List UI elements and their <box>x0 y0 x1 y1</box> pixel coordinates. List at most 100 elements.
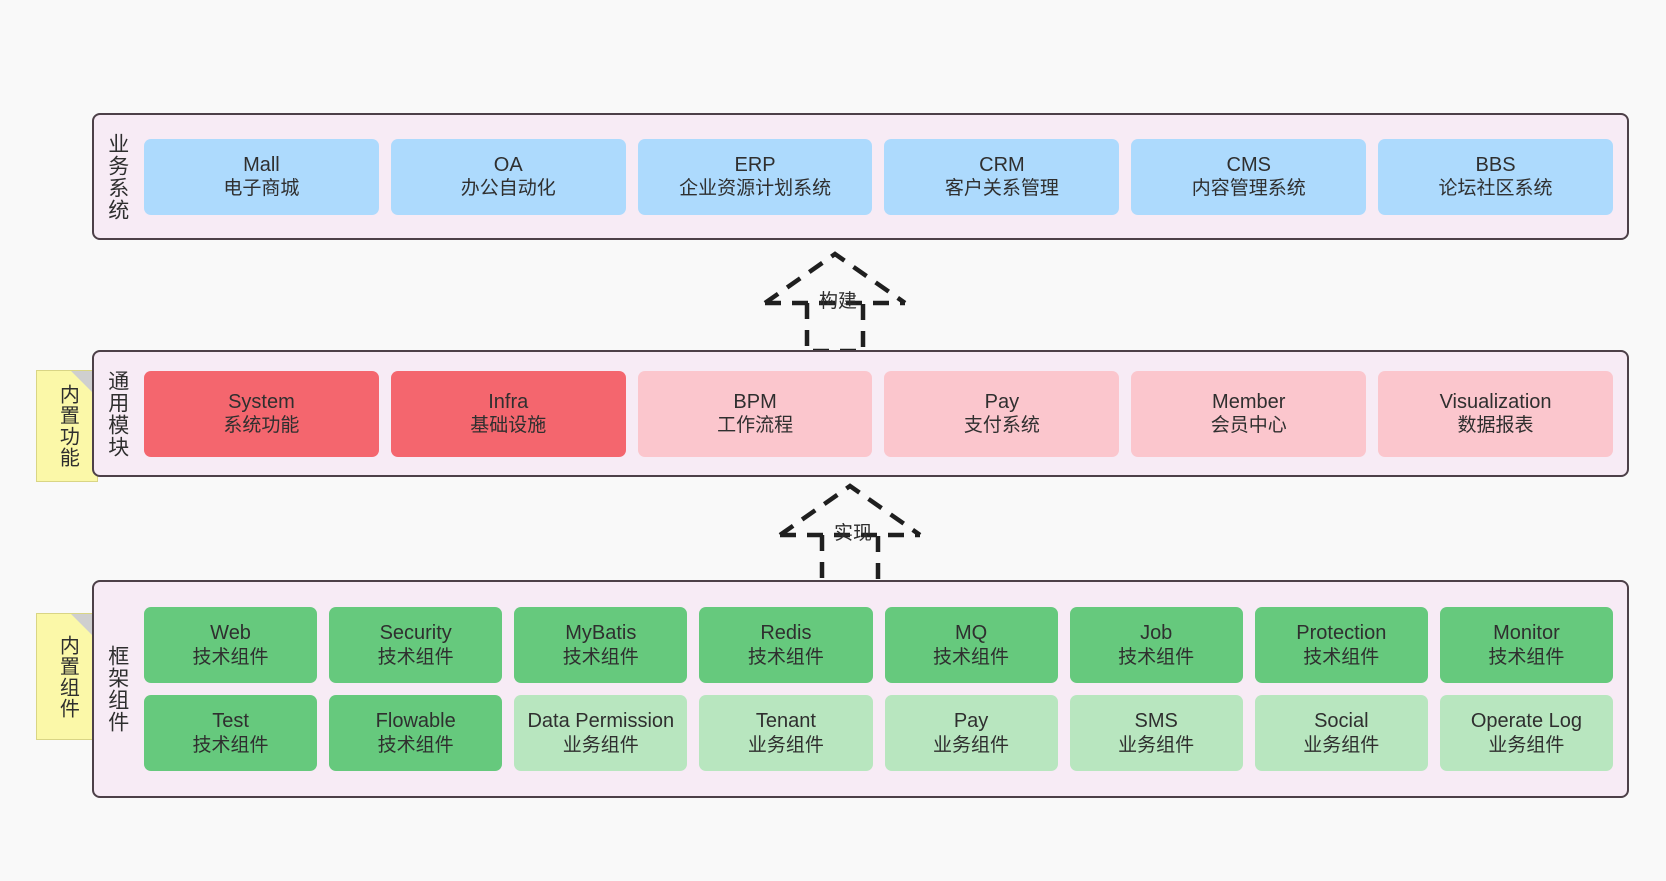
card-mybatis[interactable]: MyBatis 技术组件 <box>514 607 688 683</box>
card-title: ERP <box>734 153 776 176</box>
card-web[interactable]: Web 技术组件 <box>144 607 318 683</box>
layer-common-modules: 通用模块 System 系统功能 Infra 基础设施 BPM 工作流程 Pay… <box>92 350 1629 477</box>
card-subtitle: 系统功能 <box>223 415 300 437</box>
connector-implement-label: 实现 <box>834 523 873 544</box>
card-subtitle: 会员中心 <box>1210 415 1287 437</box>
connector-implement: 实现 <box>770 480 930 590</box>
card-subtitle: 业务组件 <box>747 734 824 756</box>
card-pay-component[interactable]: Pay 业务组件 <box>884 695 1058 771</box>
card-title: Operate Log <box>1470 710 1583 733</box>
card-tenant[interactable]: Tenant 业务组件 <box>699 695 873 771</box>
card-monitor[interactable]: Monitor 技术组件 <box>1439 607 1613 683</box>
card-job[interactable]: Job 技术组件 <box>1069 607 1243 683</box>
connector-build: 构建 <box>755 248 915 358</box>
card-title: MyBatis <box>565 622 637 645</box>
card-member[interactable]: Member 会员中心 <box>1131 370 1367 457</box>
card-title: Redis <box>760 622 812 645</box>
connector-build-label: 构建 <box>819 291 858 312</box>
card-title: System <box>228 390 295 413</box>
card-subtitle: 业务组件 <box>562 734 639 756</box>
card-social[interactable]: Social 业务组件 <box>1254 695 1428 771</box>
card-visualization[interactable]: Visualization 数据报表 <box>1378 370 1613 457</box>
card-title: CRM <box>979 153 1025 176</box>
card-sms[interactable]: SMS 业务组件 <box>1069 695 1243 771</box>
card-security[interactable]: Security 技术组件 <box>329 607 503 683</box>
layer-framework-components: 框架组件 Web 技术组件 Security 技术组件 MyBatis 技术组件… <box>92 580 1629 798</box>
card-mq[interactable]: MQ 技术组件 <box>884 607 1058 683</box>
card-subtitle: 技术组件 <box>377 646 454 668</box>
card-subtitle: 支付系统 <box>963 415 1040 437</box>
card-subtitle: 业务组件 <box>1303 734 1380 756</box>
card-subtitle: 业务组件 <box>1118 734 1195 756</box>
note-label: 内置功能 <box>56 384 79 468</box>
layer-body-modules: System 系统功能 Infra 基础设施 BPM 工作流程 Pay 支付系统… <box>140 352 1627 475</box>
card-title: Web <box>210 622 251 645</box>
card-infra[interactable]: Infra 基础设施 <box>390 370 626 457</box>
card-subtitle: 技术组件 <box>192 646 269 668</box>
card-cms[interactable]: CMS 内容管理系统 <box>1131 138 1367 215</box>
card-subtitle: 基础设施 <box>470 415 547 437</box>
card-subtitle: 办公自动化 <box>460 178 556 200</box>
card-bbs[interactable]: BBS 论坛社区系统 <box>1378 138 1613 215</box>
card-subtitle: 技术组件 <box>1303 646 1380 668</box>
card-title: MQ <box>954 622 988 645</box>
card-title: Test <box>212 710 249 733</box>
note-builtin-functions: 内置功能 <box>36 370 98 482</box>
card-protection[interactable]: Protection 技术组件 <box>1254 607 1428 683</box>
card-title: BBS <box>1475 153 1516 176</box>
card-subtitle: 电子商城 <box>223 178 300 200</box>
card-subtitle: 数据报表 <box>1457 415 1534 437</box>
generalization-arrow-icon <box>763 251 907 354</box>
card-subtitle: 技术组件 <box>1118 646 1195 668</box>
card-test[interactable]: Test 技术组件 <box>144 695 318 771</box>
card-title: Pay <box>953 710 989 733</box>
layer-title-modules: 通用模块 <box>105 369 129 458</box>
card-subtitle: 内容管理系统 <box>1191 178 1306 200</box>
card-title: Flowable <box>375 710 456 733</box>
note-builtin-components: 内置组件 <box>36 613 98 740</box>
card-subtitle: 技术组件 <box>1488 646 1565 668</box>
note-label: 内置组件 <box>56 634 79 719</box>
card-title: Security <box>379 622 452 645</box>
card-subtitle: 技术组件 <box>377 734 454 756</box>
card-title: Member <box>1212 390 1286 413</box>
card-pay[interactable]: Pay 支付系统 <box>884 370 1120 457</box>
card-redis[interactable]: Redis 技术组件 <box>699 607 873 683</box>
card-subtitle: 论坛社区系统 <box>1438 178 1553 200</box>
card-subtitle: 业务组件 <box>933 734 1010 756</box>
card-crm[interactable]: CRM 客户关系管理 <box>884 138 1120 215</box>
card-subtitle: 企业资源计划系统 <box>679 178 832 200</box>
layer-title-framework: 框架组件 <box>105 645 129 733</box>
card-subtitle: 业务组件 <box>1488 734 1565 756</box>
card-mall[interactable]: Mall 电子商城 <box>144 138 379 215</box>
generalization-arrow-icon <box>778 483 922 586</box>
card-data-permission[interactable]: Data Permission 业务组件 <box>514 695 688 771</box>
card-subtitle: 技术组件 <box>562 646 639 668</box>
card-operate-log[interactable]: Operate Log 业务组件 <box>1439 695 1613 771</box>
card-title: Tenant <box>755 710 816 733</box>
card-title: Pay <box>984 390 1020 413</box>
card-title: Infra <box>488 390 529 413</box>
framework-row-biz: Test 技术组件 Flowable 技术组件 Data Permission … <box>144 695 1613 771</box>
card-oa[interactable]: OA 办公自动化 <box>390 138 626 215</box>
card-title: Mall <box>243 153 280 176</box>
card-title: OA <box>493 153 523 176</box>
card-title: CMS <box>1226 153 1271 176</box>
card-title: SMS <box>1134 710 1178 733</box>
card-flowable[interactable]: Flowable 技术组件 <box>329 695 503 771</box>
card-subtitle: 客户关系管理 <box>944 178 1059 200</box>
card-subtitle: 技术组件 <box>192 734 269 756</box>
card-title: Visualization <box>1439 390 1552 413</box>
card-title: Social <box>1314 710 1369 733</box>
card-title: Job <box>1140 622 1173 645</box>
layer-body-business: Mall 电子商城 OA 办公自动化 ERP 企业资源计划系统 CRM 客户关系… <box>140 115 1627 238</box>
card-bpm[interactable]: BPM 工作流程 <box>637 370 873 457</box>
card-title: Monitor <box>1493 622 1560 645</box>
card-system[interactable]: System 系统功能 <box>144 370 379 457</box>
card-subtitle: 工作流程 <box>717 415 794 437</box>
card-erp[interactable]: ERP 企业资源计划系统 <box>637 138 873 215</box>
card-title: BPM <box>733 390 777 413</box>
layer-title-business: 业务系统 <box>105 132 129 221</box>
layer-business-systems: 业务系统 Mall 电子商城 OA 办公自动化 ERP 企业资源计划系统 CRM… <box>92 113 1629 240</box>
